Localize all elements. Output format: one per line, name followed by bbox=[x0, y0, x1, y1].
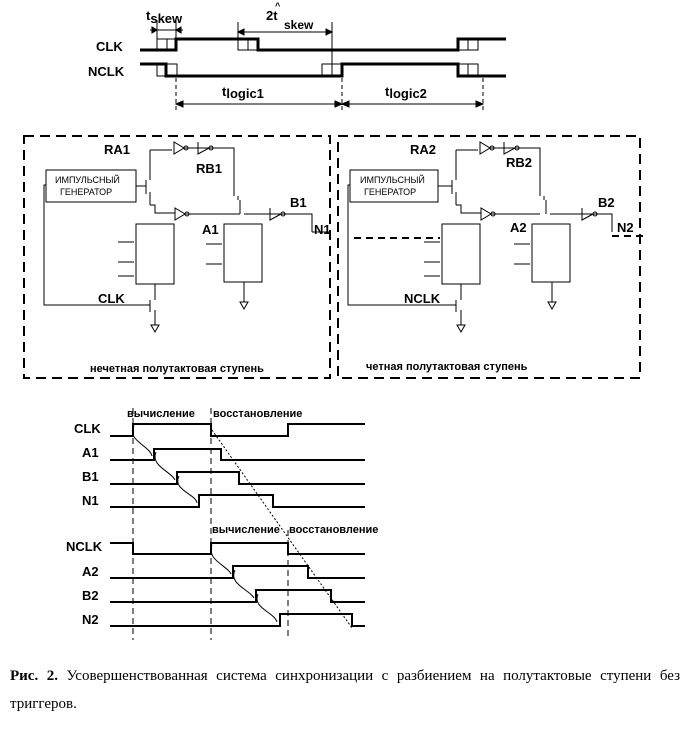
n1-trace bbox=[110, 494, 365, 508]
phase-restore-1: восстановление bbox=[213, 408, 302, 420]
a1-trace bbox=[110, 448, 365, 461]
nclk-label: NCLK bbox=[88, 64, 125, 79]
tlogic2-label: tlogic2 bbox=[385, 84, 427, 101]
nclk-trace bbox=[110, 542, 365, 555]
n2-trace bbox=[110, 613, 365, 627]
sig-b2: B2 bbox=[82, 588, 99, 603]
clk-label: CLK bbox=[96, 39, 123, 54]
sig-n1: N1 bbox=[82, 493, 99, 508]
stage1-clk-label: CLK bbox=[98, 291, 125, 306]
phase-eval-2: вычисление bbox=[212, 524, 280, 536]
two-tskew-label: 2t bbox=[266, 8, 278, 23]
nclk-waveform bbox=[140, 62, 506, 78]
logic-block-3 bbox=[441, 223, 481, 285]
phase-labels: вычисление восстановление вычисление вос… bbox=[66, 408, 378, 627]
gen2-line2: ГЕНЕРАТОР bbox=[364, 187, 416, 197]
caption-label: Рис. 2. bbox=[10, 668, 58, 684]
even-stage-labels: RA2 RB2 A2 B2 N2 ИМПУЛЬСНЫЙ ГЕНЕРАТОР NC… bbox=[360, 142, 634, 373]
figure-caption: Рис. 2. Усовершенствованная система синх… bbox=[10, 662, 680, 718]
gen1-line1: ИМПУЛЬСНЫЙ bbox=[55, 174, 120, 185]
n1-label: N1 bbox=[314, 222, 331, 237]
gen2-line1: ИМПУЛЬСНЫЙ bbox=[360, 174, 425, 185]
rb2-label: RB2 bbox=[506, 155, 532, 170]
clock-waveforms bbox=[140, 20, 506, 110]
even-stage-frame bbox=[337, 135, 641, 379]
phase-waveforms bbox=[110, 408, 365, 640]
stage-frames bbox=[23, 135, 641, 379]
hat-mark: ^ bbox=[275, 1, 281, 11]
even-stage-caption: четная полутактовая ступень bbox=[366, 361, 528, 373]
b1-trace bbox=[110, 471, 365, 485]
odd-stage-labels: RA1 RB1 A1 B1 N1 ИМПУЛЬСНЫЙ ГЕНЕРАТОР CL… bbox=[55, 142, 331, 375]
a1-label: A1 bbox=[202, 222, 219, 237]
sig-nclk: NCLK bbox=[66, 539, 103, 554]
clk-skew-boxes bbox=[156, 38, 479, 51]
gen1-line2: ГЕНЕРАТОР bbox=[60, 187, 112, 197]
rb1-label: RB1 bbox=[196, 161, 222, 176]
figure-diagram: tskew ^ 2t skew CLK NCLK tlogic1 tlogic2 bbox=[23, 1, 645, 640]
sig-a1: A1 bbox=[82, 445, 99, 460]
clk-trace bbox=[110, 423, 365, 437]
odd-stage-caption: нечетная полутактовая ступень bbox=[90, 363, 264, 375]
a2-trace bbox=[110, 565, 365, 579]
odd-stage-circuit bbox=[43, 141, 330, 334]
clock-labels: tskew ^ 2t skew CLK NCLK tlogic1 tlogic2 bbox=[88, 1, 427, 101]
logic-block-4 bbox=[531, 223, 571, 283]
logic-block-2 bbox=[223, 223, 263, 283]
odd-stage-frame bbox=[23, 135, 331, 379]
sig-a2: A2 bbox=[82, 564, 99, 579]
a2-label: A2 bbox=[510, 220, 527, 235]
stage2-nclk-label: NCLK bbox=[404, 291, 441, 306]
two-tskew-sub-label: skew bbox=[284, 18, 314, 32]
ra2-label: RA2 bbox=[410, 142, 436, 157]
sig-n2: N2 bbox=[82, 612, 99, 627]
sig-b1: B1 bbox=[82, 469, 99, 484]
tlogic1-label: tlogic1 bbox=[222, 84, 264, 101]
phase-eval-1: вычисление bbox=[127, 408, 195, 420]
tskew-dimension bbox=[150, 20, 183, 42]
tskew-label: tskew bbox=[146, 8, 183, 26]
clk-waveform bbox=[140, 37, 506, 52]
tlogic-dimensions bbox=[174, 78, 485, 110]
logic-block-1 bbox=[135, 223, 175, 285]
ra1-label: RA1 bbox=[104, 142, 130, 157]
b2-label: B2 bbox=[598, 195, 615, 210]
nclk-skew-boxes bbox=[156, 63, 479, 77]
phase-restore-2: восстановление bbox=[289, 524, 378, 536]
even-stage-circuit bbox=[347, 141, 645, 334]
b1-label: B1 bbox=[290, 195, 307, 210]
n2-label: N2 bbox=[617, 220, 634, 235]
sig-clk: CLK bbox=[74, 421, 101, 436]
b2-trace bbox=[110, 589, 365, 603]
two-tskew-dimension bbox=[236, 22, 334, 66]
causality-arrows bbox=[131, 425, 353, 629]
caption-text: Усовершенствованная система синхронизаци… bbox=[10, 668, 681, 712]
